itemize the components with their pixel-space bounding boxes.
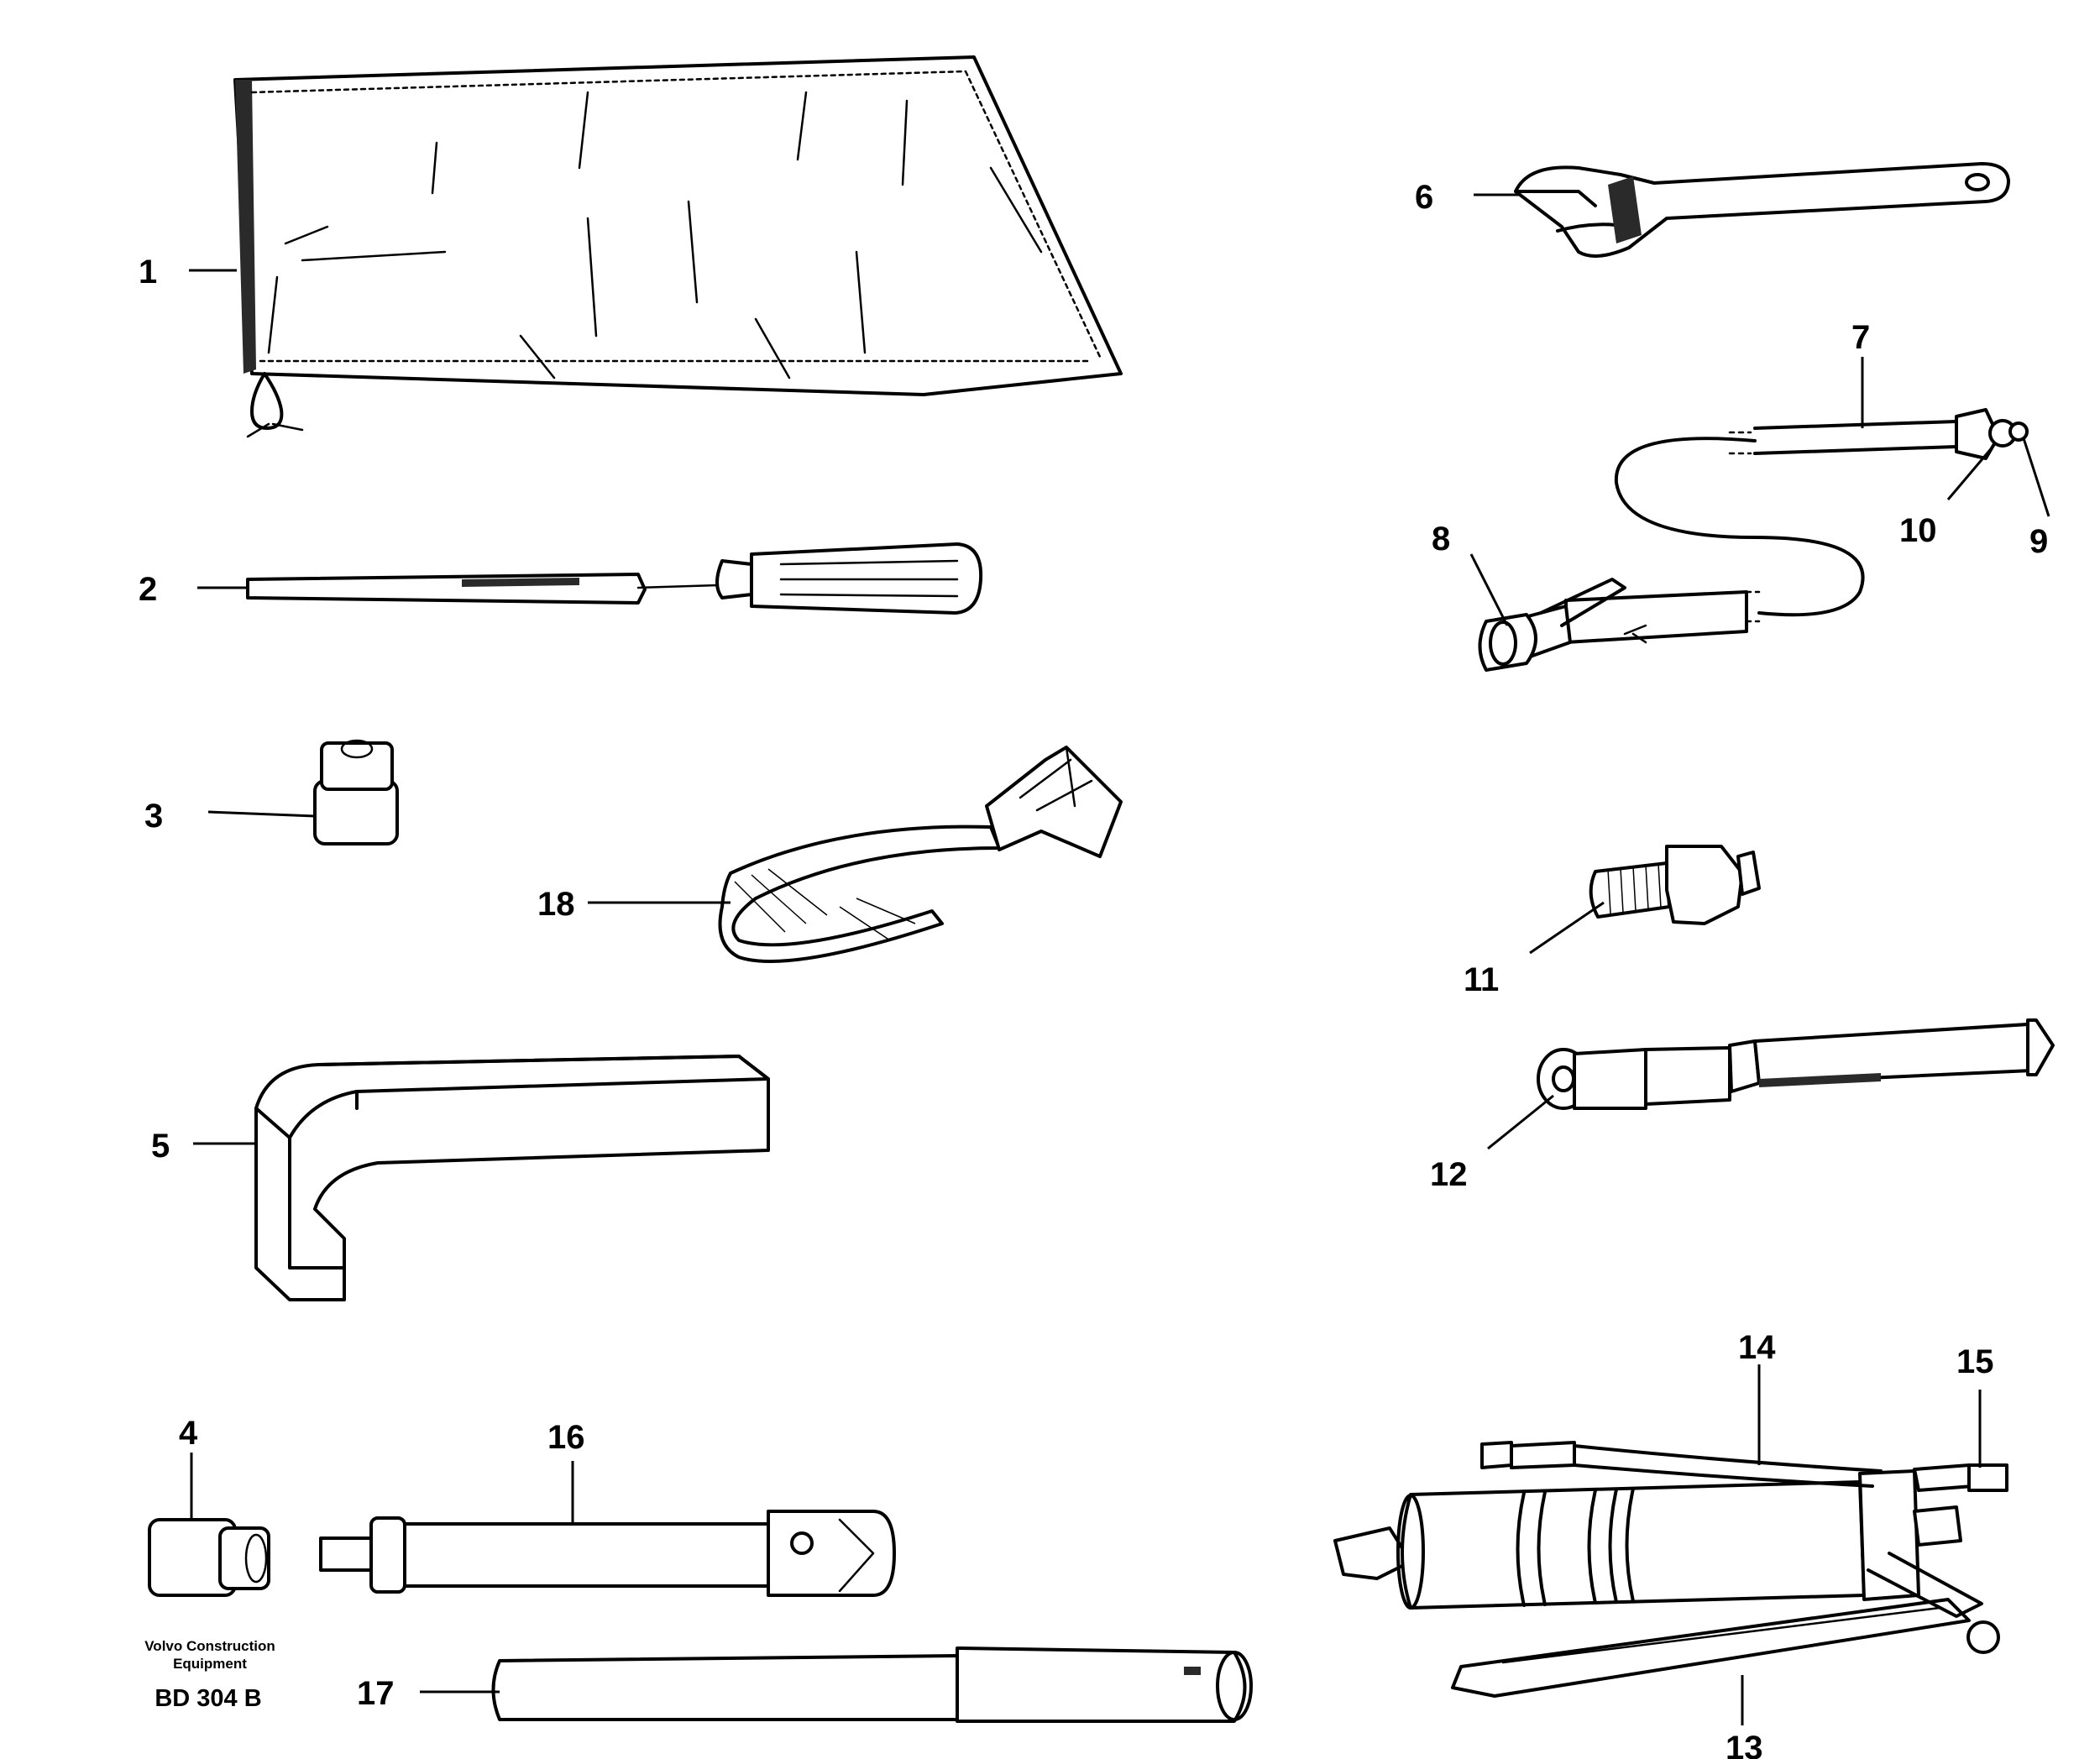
leader-12 [1487, 1094, 1554, 1150]
callout-2: 2 [139, 571, 157, 608]
callout-13: 13 [1726, 1730, 1763, 1759]
callout-17: 17 [357, 1675, 395, 1712]
callout-12: 12 [1430, 1156, 1468, 1193]
grease-gun [1333, 1441, 2008, 1698]
drawing-code: BD 304 B [154, 1685, 261, 1712]
callout-3: 3 [144, 798, 163, 835]
callout-18: 18 [537, 886, 575, 923]
air-hose-assembly [1478, 408, 2029, 672]
leader-8 [1469, 553, 1509, 626]
callout-7: 7 [1851, 319, 1870, 356]
callout-5: 5 [151, 1128, 170, 1165]
callout-8: 8 [1432, 521, 1450, 558]
adjustable-wrench [1514, 162, 2010, 258]
callout-6: 6 [1415, 179, 1433, 216]
company-name-line1: Volvo Construction [144, 1638, 275, 1654]
callout-10: 10 [1899, 512, 1937, 549]
nipple-adapter [1589, 845, 1761, 925]
callout-1: 1 [139, 254, 157, 291]
callout-4: 4 [179, 1415, 198, 1452]
socket-large [148, 1518, 270, 1597]
callout-16: 16 [547, 1419, 585, 1456]
tyre-pressure-gauge [1537, 1018, 2055, 1110]
leader-11 [1529, 901, 1605, 955]
callout-11: 11 [1464, 961, 1499, 998]
socket-small [313, 739, 399, 845]
strap-wrench [718, 746, 1123, 963]
tommy-bar [491, 1646, 1253, 1723]
callout-15: 15 [1956, 1343, 1994, 1380]
company-name-line2: Equipment [173, 1656, 247, 1672]
leader-3 [207, 810, 316, 818]
leader-10 [1946, 444, 1996, 500]
tool-bag [233, 55, 1123, 438]
leader-9 [2022, 437, 2050, 517]
hex-key [254, 1055, 770, 1301]
callout-9: 9 [2029, 523, 2048, 560]
socket-extension [319, 1510, 896, 1597]
callout-14: 14 [1738, 1329, 1776, 1366]
screwdriver [246, 542, 983, 615]
